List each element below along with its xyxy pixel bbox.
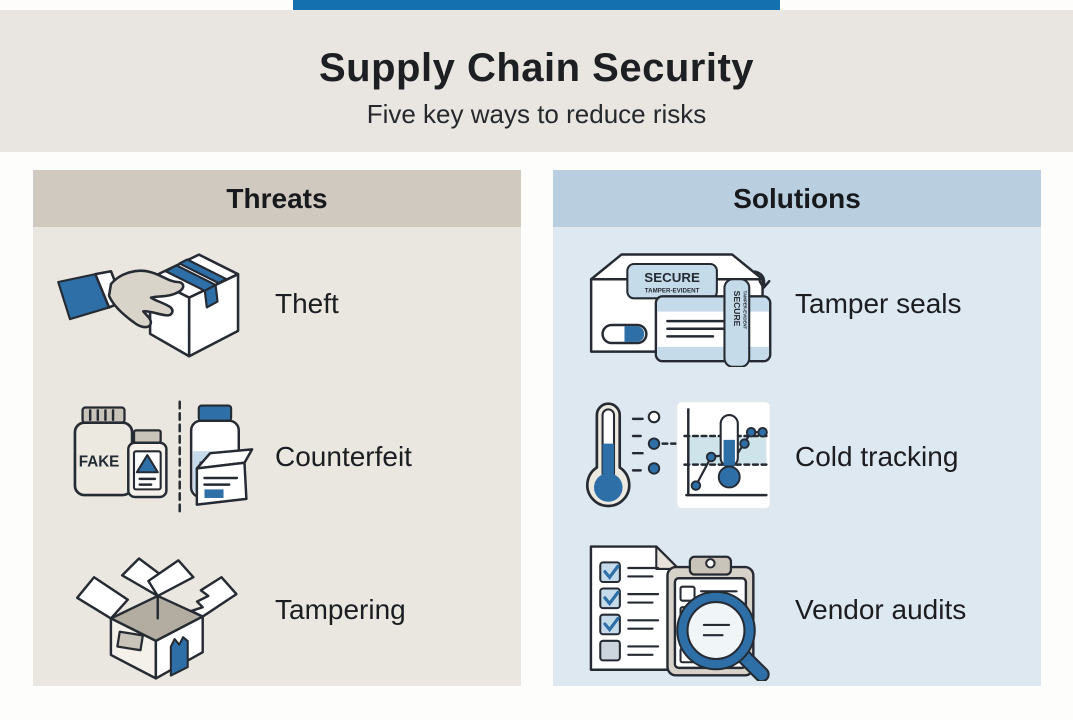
page-title: Supply Chain Security xyxy=(318,46,755,90)
threat-row-tampering: Tampering xyxy=(33,533,521,686)
cold-chain-chart-icon xyxy=(586,400,771,509)
svg-text:TAMPER-EVIDENT: TAMPER-EVIDENT xyxy=(645,287,700,294)
solutions-column-header: Solutions xyxy=(553,170,1041,227)
sealed-card xyxy=(654,294,772,362)
reaching-hand xyxy=(57,269,185,329)
genuine-box xyxy=(195,447,254,506)
threat-row-counterfeit: FAKE xyxy=(33,380,521,533)
torn-tape xyxy=(169,635,189,677)
thermometer xyxy=(586,401,631,507)
svg-text:TAMPER-EVIDENT: TAMPER-EVIDENT xyxy=(743,290,748,329)
svg-text:FAKE: FAKE xyxy=(79,453,120,470)
threats-rows: Theft FAKE xyxy=(33,227,521,686)
page-subtitle: Five key ways to reduce risks xyxy=(366,99,707,129)
shipping-label xyxy=(116,630,144,651)
temperature-chart xyxy=(676,400,771,509)
solution-row-cold-tracking: Cold tracking xyxy=(553,380,1041,533)
magnifier-icon xyxy=(676,590,770,681)
chart-thermometer xyxy=(717,413,741,488)
solutions-column: Solutions SECURE TAMPER-EVIDENT xyxy=(553,170,1041,686)
fake-bottle: FAKE xyxy=(73,405,134,496)
solutions-rows: SECURE TAMPER-EVIDENT xyxy=(553,227,1041,686)
solution-label-tamper-seals: Tamper seals xyxy=(795,287,962,319)
warning-bottle xyxy=(127,428,168,498)
header-band: Supply Chain Security Five key ways to r… xyxy=(0,10,1073,152)
threat-label-theft: Theft xyxy=(275,287,339,319)
solution-row-tamper-seals: SECURE TAMPER-EVIDENT xyxy=(553,227,1041,380)
solution-label-cold-tracking: Cold tracking xyxy=(795,440,959,472)
torn-open-box xyxy=(75,556,238,680)
threats-column: Threats xyxy=(33,170,521,686)
checklist-paper xyxy=(589,544,680,671)
threats-column-header: Threats xyxy=(33,170,521,227)
solution-label-vendor-audits: Vendor audits xyxy=(795,593,967,625)
tamper-seal-package-icon: SECURE TAMPER-EVIDENT xyxy=(589,252,772,367)
capsule-pill xyxy=(601,323,648,344)
solution-row-vendor-audits: Vendor audits xyxy=(553,533,1041,686)
counterfeit-bottles-icon: FAKE xyxy=(73,400,254,513)
svg-text:SECURE: SECURE xyxy=(644,270,700,285)
audit-checklist-magnifier-icon xyxy=(589,544,770,681)
apply-arrow-icon xyxy=(753,269,771,289)
threat-label-tampering: Tampering xyxy=(275,593,406,625)
temperature-scale xyxy=(631,410,679,475)
threat-label-counterfeit: Counterfeit xyxy=(275,440,412,472)
svg-text:SECURE: SECURE xyxy=(732,290,742,326)
threat-row-theft: Theft xyxy=(33,227,521,380)
seal-strip: SECURE TAMPER-EVIDENT xyxy=(723,269,771,367)
hand-taking-box-icon xyxy=(57,253,240,358)
torn-open-box-icon xyxy=(75,556,238,680)
